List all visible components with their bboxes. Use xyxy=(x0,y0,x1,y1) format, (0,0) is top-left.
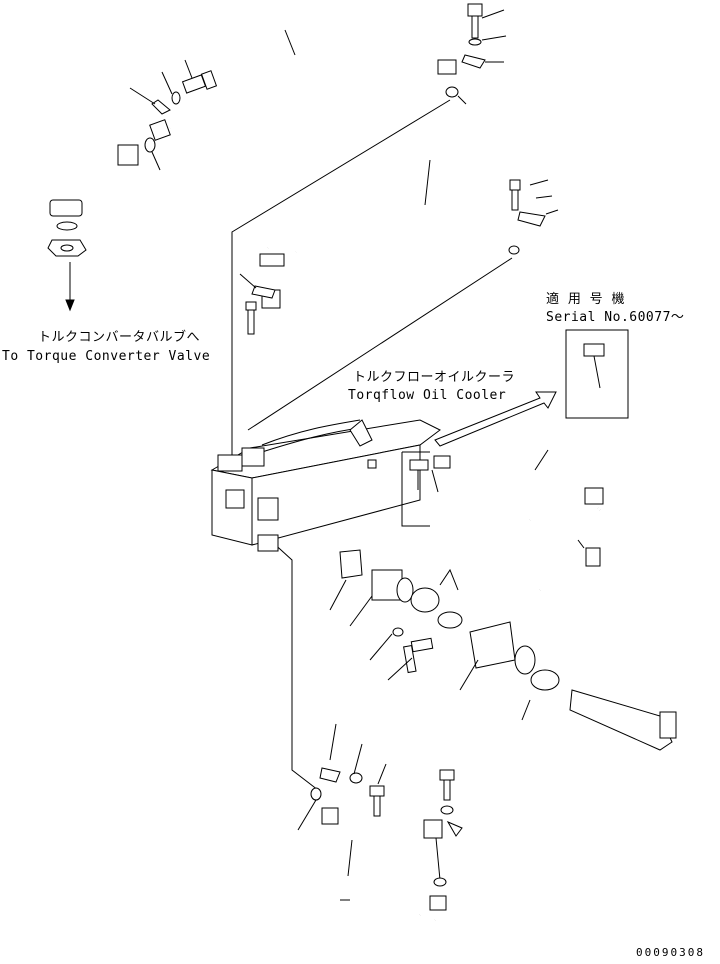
middle-right-fasteners xyxy=(508,179,559,255)
serial-label-en: Serial No.60077～ xyxy=(546,310,685,325)
serial-label-jp: 適 用 号 機 xyxy=(546,292,625,307)
top-left-fasteners xyxy=(129,59,218,171)
converter-label-jp: トルクコンバータバルブへ xyxy=(38,330,201,345)
middle-hose xyxy=(261,148,521,309)
cooler-label-en: Torqflow Oil Cooler xyxy=(348,388,507,403)
serial-box xyxy=(565,329,629,419)
outlet-parts xyxy=(329,549,677,751)
top-right-fasteners xyxy=(445,3,507,105)
right-hose xyxy=(433,449,607,593)
cooler-arrow xyxy=(434,391,557,447)
assembly-lines xyxy=(231,99,513,791)
drawing-number: 00090308 xyxy=(636,946,705,959)
upper-hose xyxy=(149,29,457,141)
converter-label-en: To Torque Converter Valve xyxy=(2,349,211,364)
upper-elbow-pipe xyxy=(9,113,139,312)
lower-pipe xyxy=(297,723,463,933)
sensor-bracket xyxy=(401,451,439,527)
cooler-label-jp: トルクフローオイルクーラ xyxy=(353,370,516,385)
middle-left-fittings xyxy=(239,235,302,335)
oil-cooler xyxy=(210,419,441,552)
